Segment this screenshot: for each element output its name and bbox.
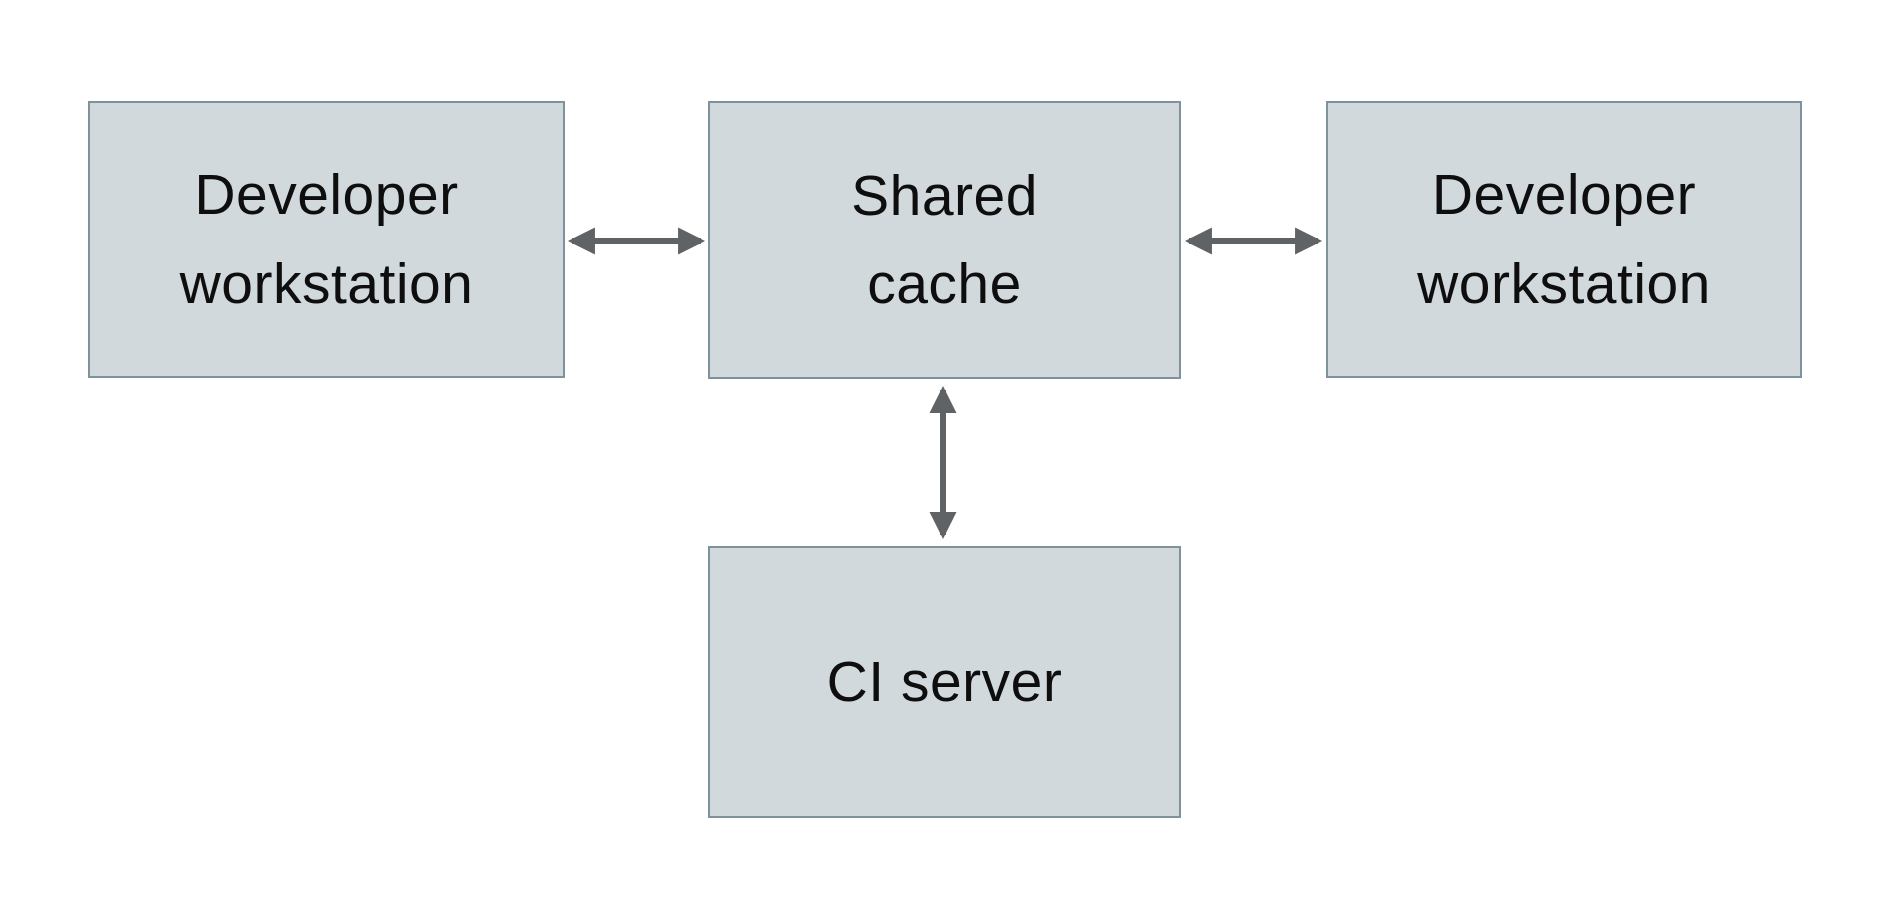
node-label: Developer workstation (1417, 163, 1711, 316)
node-ci-server: CI server (708, 546, 1181, 818)
node-developer-workstation-left: Developer workstation (88, 101, 565, 378)
node-label: Shared cache (851, 163, 1038, 316)
node-label: Developer workstation (179, 163, 474, 316)
node-label: CI server (826, 649, 1063, 714)
node-developer-workstation-right: Developer workstation (1326, 101, 1802, 378)
node-shared-cache: Shared cache (708, 101, 1181, 379)
